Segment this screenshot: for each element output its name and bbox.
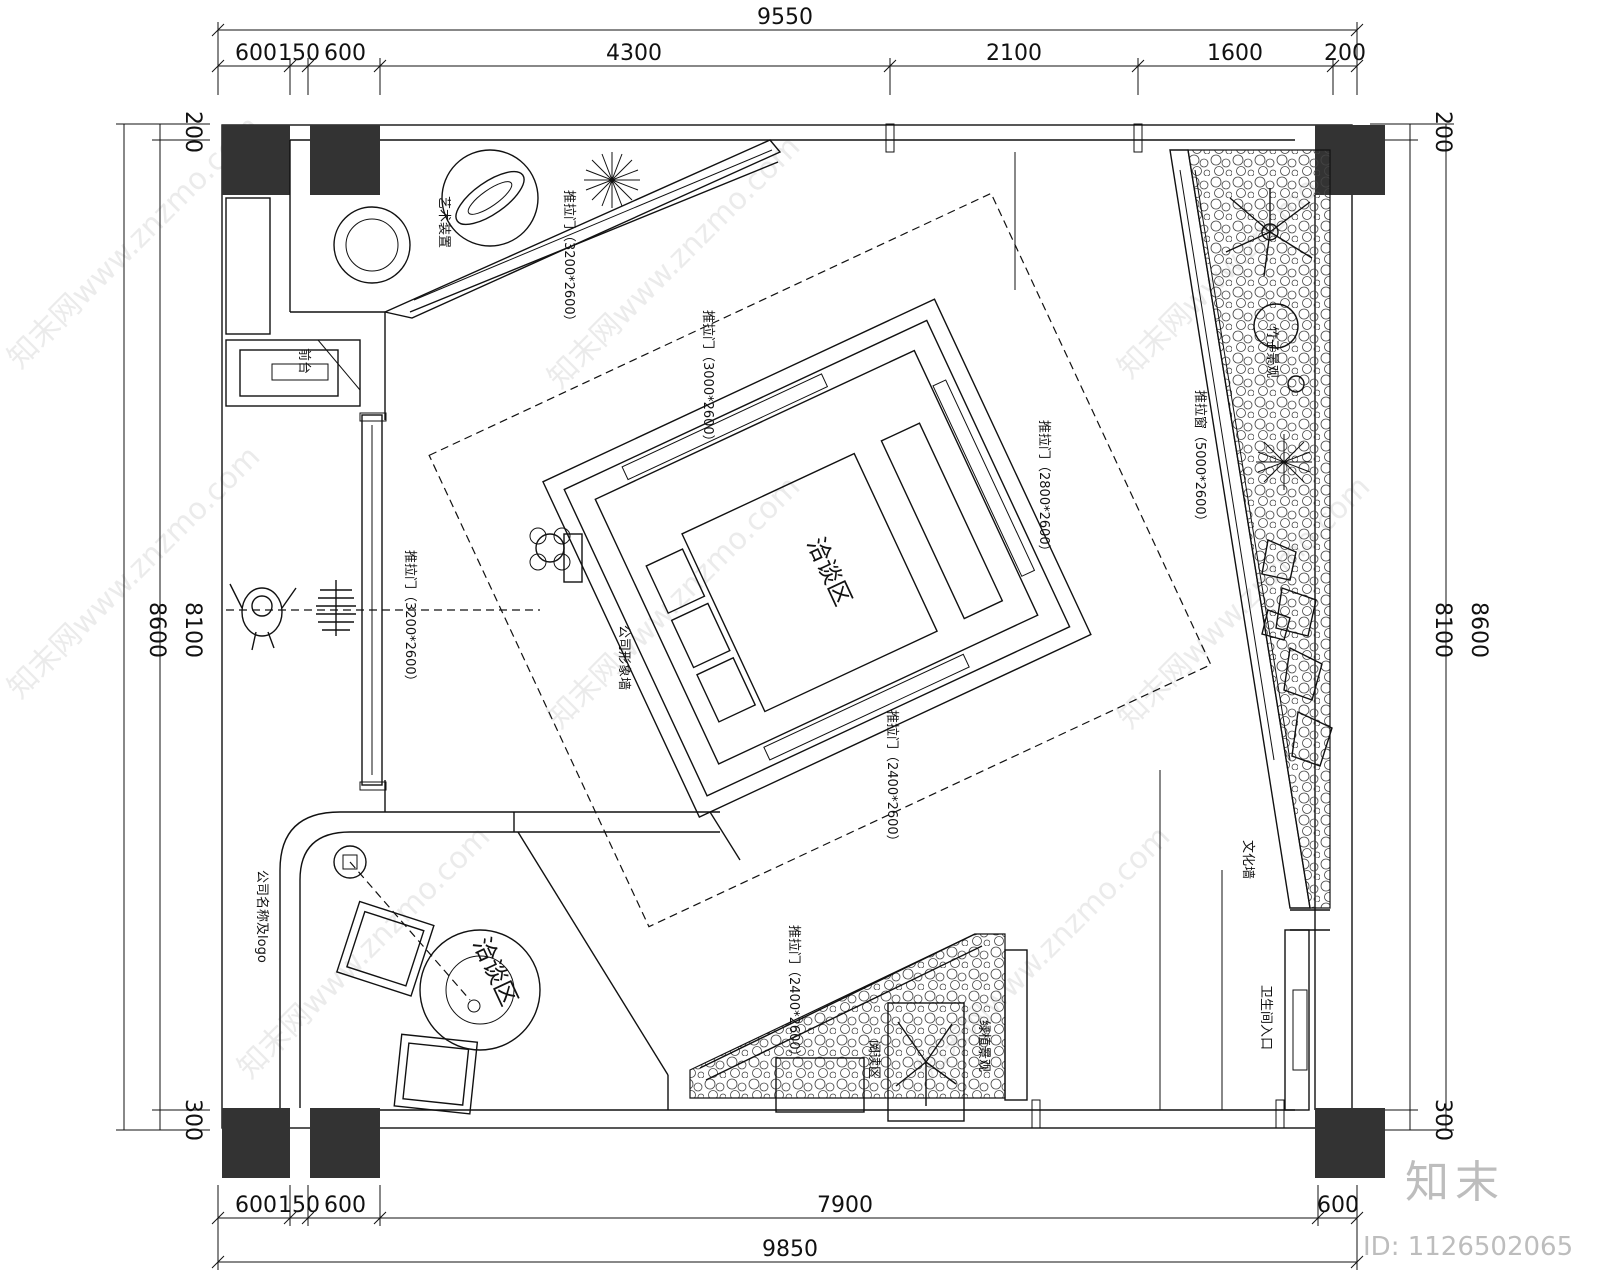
tree-icon <box>1225 188 1313 277</box>
small-planter <box>1287 375 1305 393</box>
dim-top-segment: 2100 <box>986 41 1042 66</box>
round-table <box>419 929 541 1051</box>
bottom-dimensions: 600 150 600 7900 600 9850 <box>211 1185 1364 1270</box>
dim-right-outer: 8600 <box>1466 602 1491 658</box>
column <box>222 1108 290 1178</box>
watermark-layer: 知末网www.znzmo.com 知末网www.znzmo.com 知末网www… <box>1 109 1377 1085</box>
column <box>1315 1108 1385 1178</box>
watermark: 知末网www.znzmo.com <box>541 129 807 395</box>
watermark: 知末网www.znzmo.com <box>1111 469 1377 735</box>
armchair <box>393 1033 479 1115</box>
palm-plant <box>1256 434 1312 490</box>
ceiling-outline <box>428 192 1212 928</box>
palm-plant <box>584 152 640 208</box>
label-door-inner-top: 推拉门（3000*2600） <box>700 310 715 448</box>
column <box>310 125 380 195</box>
top-dimensions: 9550 600 150 600 4300 2100 1600 200 <box>211 5 1366 95</box>
zone-label-small: 洽谈区 <box>467 933 523 1010</box>
cabinet <box>225 197 271 335</box>
label-art-piece: 艺术装置 <box>436 196 451 248</box>
dim-bottom-segment: 150 <box>278 1193 320 1218</box>
dim-bottom-segment: 600 <box>235 1193 277 1218</box>
dim-bottom-segment: 600 <box>1317 1193 1359 1218</box>
dim-right-bottom: 300 <box>1430 1099 1455 1141</box>
window-mullion <box>1133 123 1143 153</box>
negotiation-room <box>428 192 1212 928</box>
bamboo-cluster <box>1261 539 1333 767</box>
dim-left-bottom: 300 <box>180 1099 205 1141</box>
window-mullion <box>1275 1099 1285 1129</box>
dim-bottom-total: 9850 <box>762 1237 818 1262</box>
label-restroom: 卫生间入口 <box>1258 985 1273 1050</box>
sideboard <box>880 422 1004 620</box>
seated-person <box>529 527 583 583</box>
label-culture-wall: 文化墙 <box>1240 840 1255 879</box>
watermark: 知末网www.znzmo.com <box>541 469 807 735</box>
right-door <box>1284 909 1330 1111</box>
label-window-bottom: 推拉门（2400*2600） <box>786 925 801 1063</box>
dim-left-inner: 8100 <box>180 602 205 658</box>
inner-partitions <box>517 152 1223 1110</box>
right-dimensions: 8100 8600 200 300 <box>1370 111 1491 1141</box>
label-green-plant: 绿植景观 <box>976 1020 991 1072</box>
dim-top-segment: 1600 <box>1207 41 1263 66</box>
label-logo-wall: 公司形象墙 <box>616 625 631 690</box>
zone-label-main: 洽谈区 <box>801 533 857 610</box>
dim-top-segment: 4300 <box>606 41 662 66</box>
top-left-area <box>333 139 782 319</box>
brand-watermark: 知末 <box>1405 1157 1505 1208</box>
dim-bottom-segment: 7900 <box>817 1193 873 1218</box>
small-negotiation-area <box>333 845 541 1115</box>
chair <box>696 656 757 723</box>
label-bamboo: 竹子景观 <box>1264 326 1279 378</box>
round-planter <box>1253 303 1299 349</box>
label-door-inner-bottom: 推拉门（2400*2600） <box>884 710 899 848</box>
art-installation <box>441 149 539 247</box>
entrance-sliding-door <box>361 414 383 786</box>
person-figure <box>229 583 297 651</box>
label-door-entrance: 推拉门（3200*2600） <box>402 550 417 688</box>
column <box>222 125 290 195</box>
chair <box>670 602 731 669</box>
column <box>310 1108 380 1178</box>
tree-icon <box>895 1021 957 1106</box>
label-reading: 阅读区 <box>866 1040 881 1079</box>
bottom-garden <box>689 933 1028 1122</box>
left-dimensions: 8600 8100 200 300 <box>116 111 210 1141</box>
dim-right-top: 200 <box>1430 111 1455 153</box>
dim-left-outer: 8600 <box>144 602 169 658</box>
annotations: 推拉门（3200*2600） 推拉门（3200*2600） 推拉门（3000*2… <box>254 190 1279 1079</box>
dim-top-segment: 200 <box>1324 41 1366 66</box>
armchair <box>335 900 435 997</box>
entry-steps <box>316 580 356 636</box>
potted-plant <box>333 206 411 284</box>
label-front-desk: 前台 <box>296 348 312 374</box>
dim-top-segment: 600 <box>324 41 366 66</box>
window-mullion <box>885 123 895 153</box>
image-id: ID: 1126502065 <box>1363 1232 1574 1262</box>
dim-top-segment: 150 <box>278 41 320 66</box>
watermark: 知末网www.znzmo.com <box>1 439 267 705</box>
label-door-inner-right: 推拉门（2800*2600） <box>1036 420 1051 558</box>
dim-top-segment: 600 <box>235 41 277 66</box>
dim-top-total: 9550 <box>757 5 813 30</box>
front-desk-area <box>225 339 361 407</box>
label-window-right: 推拉窗（5000*2600） <box>1192 390 1208 528</box>
dim-left-top: 200 <box>180 111 205 153</box>
dim-right-inner: 8100 <box>1430 602 1455 658</box>
left-side <box>225 140 720 1108</box>
dim-bottom-segment: 600 <box>324 1193 366 1218</box>
label-door-top: 推拉门（3200*2600） <box>561 190 576 328</box>
chair <box>645 548 706 615</box>
window-mullion <box>1031 1099 1041 1129</box>
right-garden <box>1169 149 1333 909</box>
meeting-table <box>681 452 938 713</box>
label-company-logo: 公司名称及logo <box>254 870 270 963</box>
